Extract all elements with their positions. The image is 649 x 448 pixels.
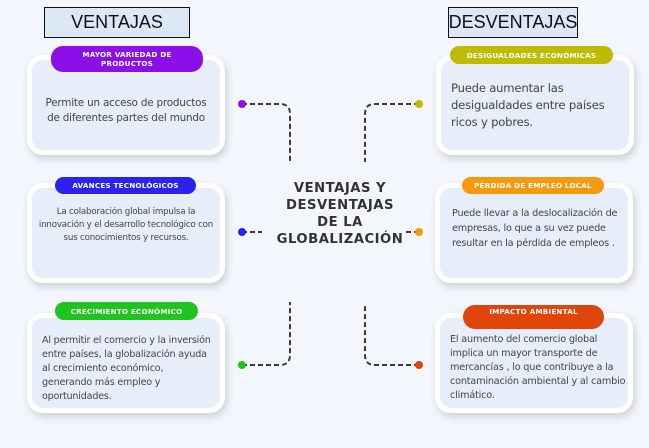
- card-avances-tecnologicos: La colaboración global impulsa la innova…: [27, 183, 225, 283]
- dot-green: [238, 361, 246, 369]
- ventajas-header: VENTAJAS: [44, 7, 190, 38]
- pill-label: MAYOR VARIEDAD DE: [82, 50, 172, 59]
- card-text: Puede llevar a la deslocalización de emp…: [452, 208, 618, 249]
- center-title: VENTAJAS Y DESVENTAJAS DE LA GLOBALIZACI…: [262, 180, 418, 248]
- pill-label: DESIGUALDADES ECONÓMICAS: [466, 50, 597, 60]
- pill-label: CRECIMIENTO ECONÓMICO: [70, 306, 183, 316]
- dot-purple: [238, 100, 246, 108]
- card-text: Al permitir el comercio y la inversión e…: [42, 335, 211, 402]
- dot-blue: [238, 228, 246, 236]
- center-title-line: DE LA: [317, 215, 363, 230]
- pill-label: PÉRDIDA DE EMPLEO LOCAL: [474, 181, 592, 190]
- center-title-line: GLOBALIZACIÓN: [276, 232, 404, 247]
- connector-bottom-right: [364, 304, 419, 366]
- ventajas-header-label: VENTAJAS: [71, 12, 163, 32]
- card-perdida-empleo: Puede llevar a la deslocalización de emp…: [435, 183, 633, 283]
- pill-desigualdades-economicas: DESIGUALDADES ECONÓMICAS: [450, 46, 613, 64]
- pill-mayor-variedad: MAYOR VARIEDAD DE PRODUCTOS: [51, 46, 203, 72]
- dot-red: [415, 361, 423, 369]
- connector-bottom-left: [242, 302, 291, 366]
- card-text: La colaboración global impulsa la innova…: [38, 207, 214, 243]
- connector-top-left: [242, 103, 291, 162]
- pill-label: PRODUCTOS: [101, 59, 153, 68]
- card-crecimiento-economico: Al permitir el comercio y la inversión e…: [27, 313, 225, 413]
- pill-impacto-ambiental: IMPACTO AMBIENTAL: [463, 305, 604, 329]
- pill-avances-tecnologicos: AVANCES TECNOLÓGICOS: [55, 177, 196, 194]
- center-title-line: DESVENTAJAS: [286, 198, 394, 213]
- card-text: Puede aumentar las desigualdades entre p…: [451, 81, 605, 129]
- card-text: Permite un acceso de productos de difere…: [45, 97, 207, 124]
- pill-perdida-empleo: PÉRDIDA DE EMPLEO LOCAL: [462, 177, 604, 194]
- pill-label: IMPACTO AMBIENTAL: [489, 307, 578, 316]
- card-desigualdades-economicas: Puede aumentar las desigualdades entre p…: [436, 55, 634, 155]
- card-text: El aumento del comercio global implica u…: [450, 334, 626, 401]
- pill-label: AVANCES TECNOLÓGICOS: [72, 181, 179, 190]
- desventajas-header-label: DESVENTAJAS: [448, 12, 578, 32]
- desventajas-header: DESVENTAJAS: [448, 7, 578, 38]
- dot-olive: [415, 100, 423, 108]
- pill-crecimiento-economico: CRECIMIENTO ECONÓMICO: [55, 302, 198, 320]
- center-title-line: VENTAJAS Y: [293, 181, 387, 196]
- connector-top-right: [364, 103, 419, 162]
